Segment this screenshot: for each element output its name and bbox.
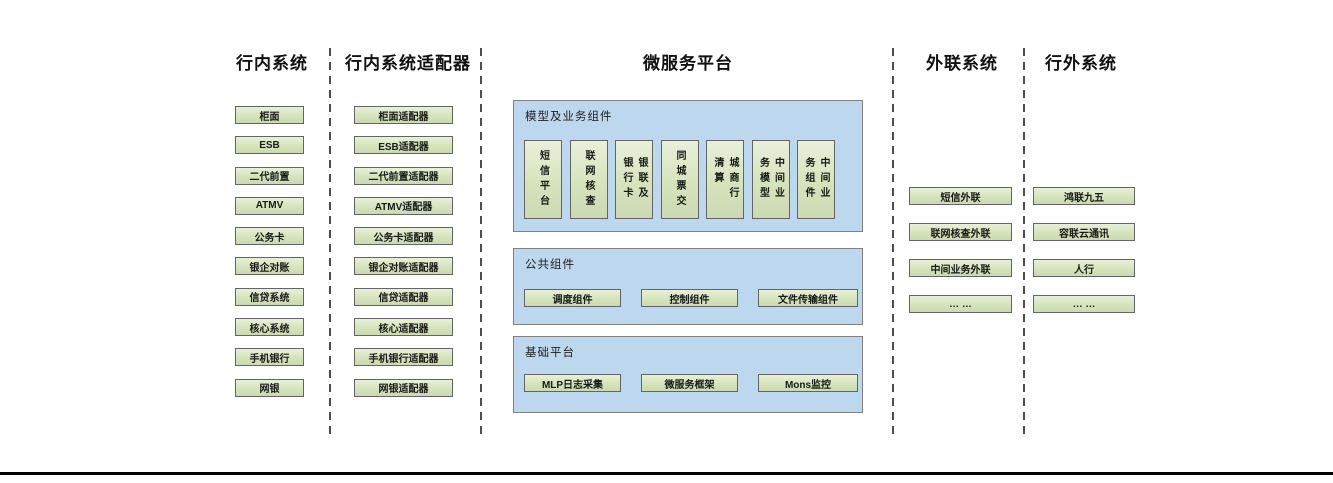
divider-line xyxy=(480,48,482,440)
internal-systems-list: 柜面 ESB 二代前置 ATMV 公务卡银企对账信贷系统核心系统手机银行网银 xyxy=(235,106,304,397)
column-title-internal-systems: 行内系统 xyxy=(236,54,308,73)
business-component-box: 联网核查 xyxy=(569,140,608,219)
common-components-list: 调度组件 控制组件 文件传输组件 xyxy=(524,289,858,307)
system-box: ATMV xyxy=(235,196,304,215)
adapter-box: 核心适配器 xyxy=(354,318,453,337)
panel-title: 基础平台 xyxy=(525,347,575,359)
panel-model-business-components: 模型及业务组件 短信平台联网核查银联及 银行卡同城票交城商行 清算中间业 务模型… xyxy=(513,100,863,232)
divider-line xyxy=(1023,48,1025,440)
panel-title: 模型及业务组件 xyxy=(525,111,613,123)
column-title-microservice-platform: 微服务平台 xyxy=(643,54,733,73)
column-title-external-gateway: 外联系统 xyxy=(926,54,998,73)
panel-base-platform: 基础平台 MLP日志采集 微服务框架 Mons监控 xyxy=(513,336,863,413)
bottom-rule xyxy=(0,472,1333,475)
external-box: … … xyxy=(1033,295,1135,313)
adapter-box: ATMV适配器 xyxy=(354,196,453,215)
common-component-box: 文件传输组件 xyxy=(758,289,858,307)
adapter-box: ESB适配器 xyxy=(354,136,453,155)
system-box: 核心系统 xyxy=(235,318,304,337)
adapter-box: 信贷适配器 xyxy=(354,287,453,306)
adapter-box: 二代前置适配器 xyxy=(354,166,453,185)
gateway-box: 联网核查外联 xyxy=(909,223,1012,241)
business-component-box: 同城票交 xyxy=(660,140,699,219)
common-component-box: 调度组件 xyxy=(524,289,621,307)
adapter-box: 柜面适配器 xyxy=(354,106,453,124)
base-platform-list: MLP日志采集 微服务框架 Mons监控 xyxy=(524,374,858,392)
system-box: 网银 xyxy=(235,378,304,397)
system-box: 信贷系统 xyxy=(235,287,304,306)
business-component-box: 短信平台 xyxy=(524,140,562,219)
adapter-box: 手机银行适配器 xyxy=(354,348,453,367)
panel-title: 公共组件 xyxy=(525,259,575,271)
system-box: 手机银行 xyxy=(235,348,304,367)
business-component-box: 中间业 务模型 xyxy=(751,140,790,219)
divider-line xyxy=(329,48,331,440)
column-title-internal-adapters: 行内系统适配器 xyxy=(345,54,471,73)
business-component-box: 城商行 清算 xyxy=(706,140,744,219)
platform-component-box: MLP日志采集 xyxy=(524,374,621,392)
system-box: 二代前置 xyxy=(235,166,304,185)
external-gateway-list: 短信外联联网核查外联中间业务外联 … … xyxy=(909,187,1012,313)
external-box: 人行 xyxy=(1033,259,1135,277)
internal-adapters-list: 柜面适配器 ESB适配器二代前置适配器 ATMV适配器公务卡适配器银企对账适配器信贷… xyxy=(354,106,453,397)
adapter-box: 公务卡适配器 xyxy=(354,227,453,246)
column-title-external-systems: 行外系统 xyxy=(1045,54,1117,73)
system-box: 柜面 xyxy=(235,106,304,124)
divider-line xyxy=(892,48,894,440)
business-components-list: 短信平台联网核查银联及 银行卡同城票交城商行 清算中间业 务模型中间业 务组件 xyxy=(524,140,835,219)
business-component-box: 银联及 银行卡 xyxy=(615,140,653,219)
external-systems-list: 鸿联九五容联云通讯人行 … … xyxy=(1033,187,1135,313)
gateway-box: 中间业务外联 xyxy=(909,259,1012,277)
system-box: 银企对账 xyxy=(235,257,304,276)
adapter-box: 银企对账适配器 xyxy=(354,257,453,276)
common-component-box: 控制组件 xyxy=(641,289,738,307)
gateway-box: … … xyxy=(909,295,1012,313)
panel-common-components: 公共组件 调度组件 控制组件 文件传输组件 xyxy=(513,248,863,325)
platform-component-box: 微服务框架 xyxy=(641,374,738,392)
system-box: 公务卡 xyxy=(235,227,304,246)
external-box: 鸿联九五 xyxy=(1033,187,1135,205)
platform-component-box: Mons监控 xyxy=(758,374,858,392)
gateway-box: 短信外联 xyxy=(909,187,1012,205)
adapter-box: 网银适配器 xyxy=(354,378,453,397)
business-component-box: 中间业 务组件 xyxy=(797,140,835,219)
system-box: ESB xyxy=(235,136,304,155)
external-box: 容联云通讯 xyxy=(1033,223,1135,241)
